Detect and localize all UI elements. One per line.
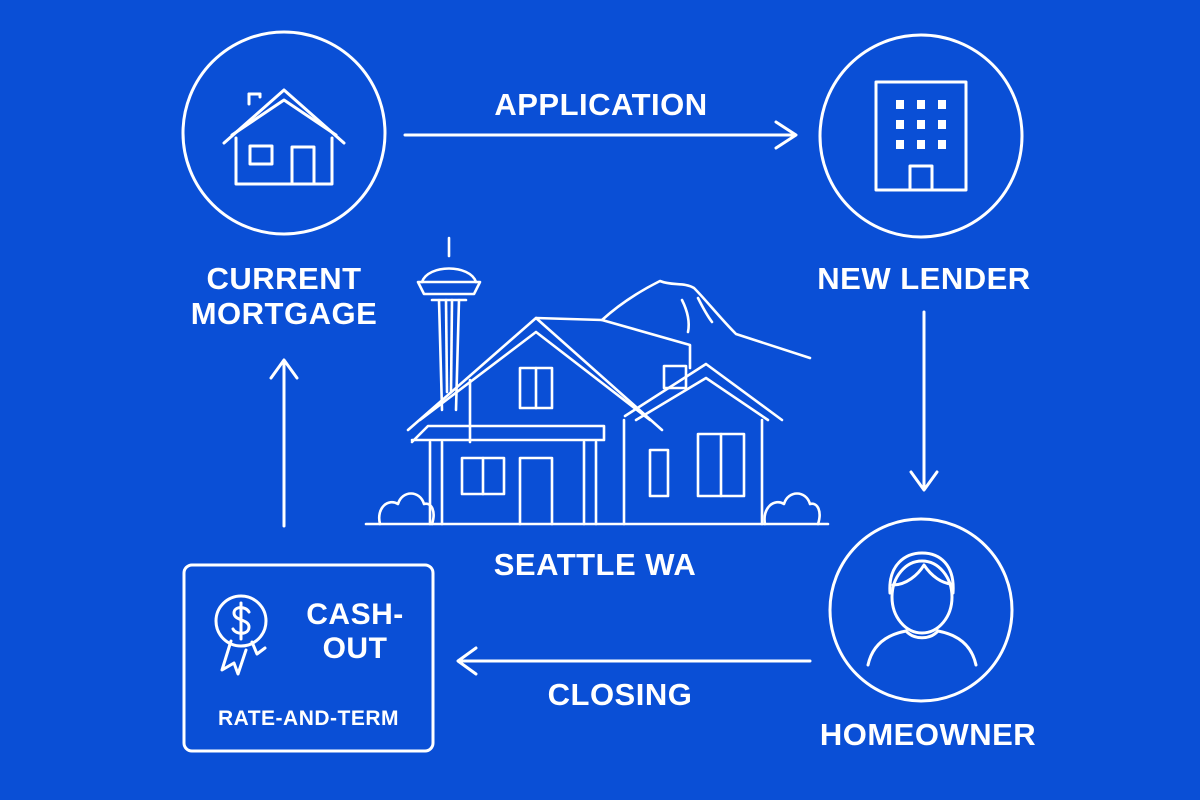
- seattle-house-illustration: [364, 236, 830, 526]
- current-mortgage-node: [181, 30, 387, 236]
- dollar-ribbon-icon: [214, 594, 268, 676]
- arrow-lender-to-homeowner: [909, 310, 939, 492]
- current-mortgage-label: CURRENT MORTGAGE: [184, 261, 384, 331]
- new-lender-node: [818, 33, 1024, 239]
- center-label: SEATTLE WA: [493, 547, 697, 582]
- cash-out-label: CASH- OUT: [290, 598, 420, 665]
- edge-label-closing: CLOSING: [547, 677, 693, 712]
- current-mortgage-label-line2: MORTGAGE: [190, 295, 378, 331]
- arrow-application: [403, 120, 798, 150]
- office-building-icon: [874, 80, 968, 192]
- current-mortgage-label-line1: CURRENT: [206, 261, 362, 296]
- arrow-closing: [456, 646, 812, 676]
- rate-and-term-label: RATE-AND-TERM: [217, 707, 400, 730]
- refinance-options-box: [182, 563, 435, 753]
- homeowner-node: [828, 517, 1014, 703]
- new-lender-label: NEW LENDER: [817, 261, 1031, 296]
- person-icon: [866, 551, 978, 667]
- homeowner-circle: [828, 517, 1014, 703]
- edge-label-application: APPLICATION: [494, 87, 708, 122]
- new-lender-circle: [818, 33, 1024, 239]
- current-mortgage-circle: [181, 30, 387, 236]
- house-icon: [222, 88, 346, 186]
- homeowner-label: HOMEOWNER: [819, 717, 1037, 752]
- arrow-to-current-mortgage: [269, 358, 299, 528]
- cash-out-label-line1: CASH-: [306, 598, 404, 631]
- cash-out-label-line2: OUT: [322, 631, 388, 665]
